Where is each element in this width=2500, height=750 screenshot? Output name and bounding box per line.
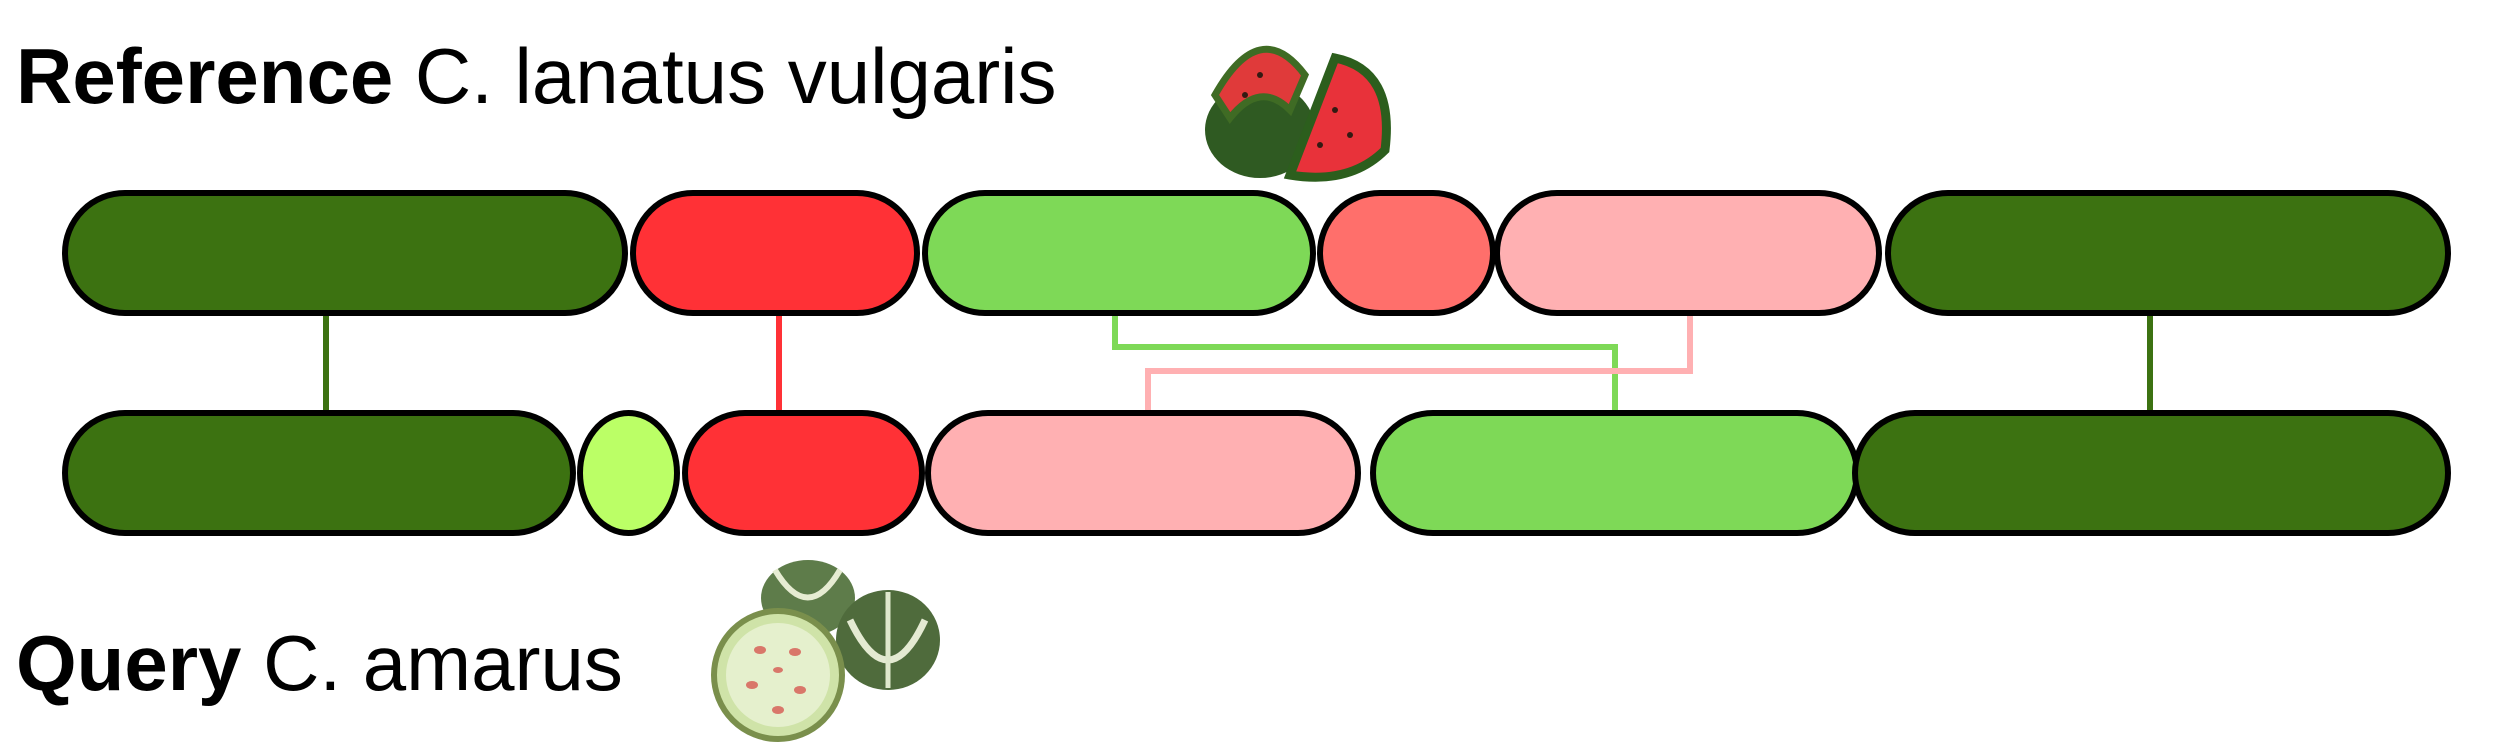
chromosome-tracks bbox=[62, 190, 2451, 536]
reference-label: Reference C. lanatus vulgaris bbox=[16, 37, 1057, 115]
query-block-q6 bbox=[1852, 410, 2451, 536]
link-r5-q4 bbox=[1145, 313, 1693, 413]
query-species-name: C. amarus bbox=[241, 619, 623, 707]
query-block-q4 bbox=[925, 410, 1361, 536]
synteny-links bbox=[323, 313, 2153, 413]
query-block-q2 bbox=[577, 410, 680, 536]
query-block-q3 bbox=[682, 410, 925, 536]
query-label-prefix: Query bbox=[16, 619, 242, 707]
reference-block-r4 bbox=[1317, 190, 1496, 316]
reference-watermelon-image bbox=[1205, 45, 1391, 182]
link-r3-q5 bbox=[1112, 313, 1618, 413]
query-label: Query C. amarus bbox=[16, 624, 623, 702]
reference-block-r6 bbox=[1885, 190, 2451, 316]
reference-block-r5 bbox=[1494, 190, 1882, 316]
reference-block-r2 bbox=[630, 190, 920, 316]
reference-species-name: C. lanatus vulgaris bbox=[393, 32, 1057, 120]
reference-block-r3 bbox=[922, 190, 1316, 316]
query-block-q5 bbox=[1370, 410, 1860, 536]
reference-label-prefix: Reference bbox=[16, 32, 394, 120]
query-block-q1 bbox=[62, 410, 576, 536]
query-melon-image bbox=[711, 560, 940, 742]
reference-block-r1 bbox=[62, 190, 628, 316]
